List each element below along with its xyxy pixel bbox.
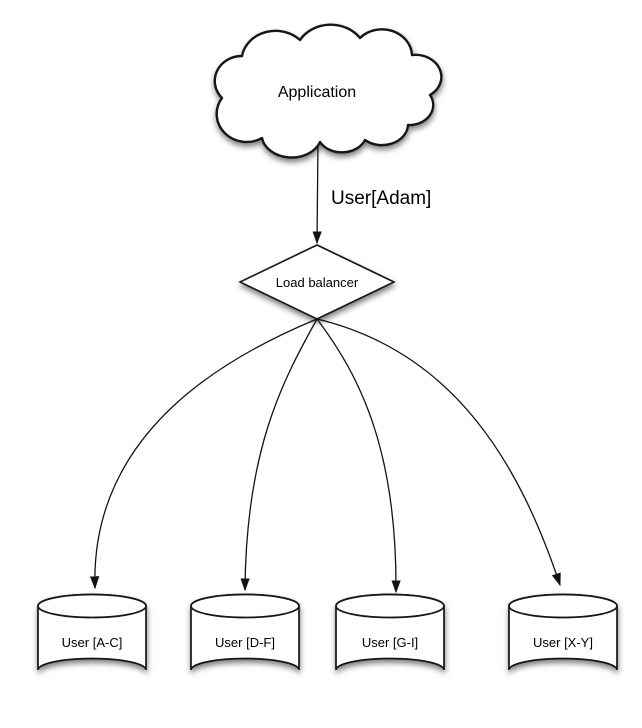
shard-label-3: User [G-I] <box>362 635 418 650</box>
cylinder-top-rim <box>508 593 618 619</box>
edge-balancer-to-shard-3 <box>316 318 401 594</box>
cylinder-top-rim <box>37 593 147 619</box>
shard-cylinder-3: User [G-I] <box>335 593 445 671</box>
cylinder-top-rim <box>335 593 445 619</box>
edge-application-to-balancer <box>312 140 322 245</box>
load-balancer-diamond <box>238 244 396 320</box>
application-cloud <box>213 23 443 159</box>
edge-balancer-to-shard-1 <box>89 318 318 590</box>
load-balancer-label: Load balancer <box>276 275 359 290</box>
cylinder-top-rim <box>190 593 300 619</box>
edges <box>89 140 561 594</box>
request-edge-label: User[Adam] <box>331 188 431 209</box>
shard-label-2: User [D-F] <box>215 635 275 650</box>
cloud-shape <box>213 23 443 159</box>
diamond-shape <box>238 244 396 320</box>
shard-label-1: User [A-C] <box>62 635 123 650</box>
shard-cylinder-4: User [X-Y] <box>508 593 618 671</box>
edge-balancer-to-shard-2 <box>240 318 318 592</box>
shard-cylinder-1: User [A-C] <box>37 593 147 671</box>
shard-cylinder-2: User [D-F] <box>190 593 300 671</box>
shard-label-4: User [X-Y] <box>533 635 593 650</box>
edge-balancer-to-shard-4 <box>316 318 561 587</box>
application-label: Application <box>278 84 356 101</box>
